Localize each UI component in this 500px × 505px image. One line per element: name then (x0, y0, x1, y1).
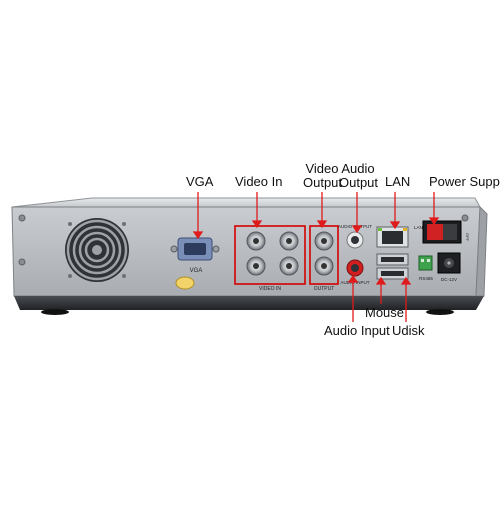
video-output-highlight-box (309, 225, 339, 285)
panel-print-rs485: RS485 (419, 276, 433, 281)
panel-print-lan: LAN (414, 225, 423, 230)
callout-vga: VGA (186, 174, 214, 189)
callout-lines (192, 192, 440, 322)
panel-print-vga: VGA (190, 268, 203, 274)
callout-lan: LAN (385, 174, 411, 189)
callout-video-in: Video In (235, 174, 283, 189)
callout-udisk: Udisk (392, 323, 425, 338)
callout-audio-output-line2: Output (339, 175, 379, 190)
screw-left-top (18, 214, 26, 222)
bnc-connector-icon (246, 231, 299, 276)
callout-video-output-line2: Output (303, 175, 343, 190)
callout-mouse: Mouse (365, 305, 405, 320)
screw-right-top (461, 214, 469, 222)
panel-print-output: OUTPUT (314, 286, 335, 292)
vga-port-icon (170, 237, 220, 261)
rca-jack-icon (346, 231, 364, 277)
callout-video-output-line1: Video (305, 161, 339, 176)
panel-print-dc: DC-12V (441, 277, 457, 282)
foot-left (41, 309, 69, 315)
rs485-terminal-icon (418, 255, 433, 271)
callout-audio-output-line1: Audio (341, 161, 375, 176)
video-in-highlight-box (234, 225, 306, 285)
callout-power-supply: Power Supply (429, 174, 500, 189)
power-switch-icon (422, 220, 462, 244)
lan-port-icon (376, 226, 409, 248)
chassis-top (11, 197, 481, 208)
bnc-output-connector-icon (314, 231, 334, 276)
foot-right (426, 309, 454, 315)
panel-print-off: OFF (465, 233, 470, 242)
panel-print-video-in: VIDEO IN (259, 286, 281, 292)
callout-video-output: Video Output (303, 161, 343, 190)
dc-power-jack-icon (437, 252, 461, 274)
callout-audio-output: Audio Output (339, 161, 379, 190)
compliance-sticker-icon (175, 276, 195, 290)
chassis-base (14, 296, 484, 310)
screw-left-bottom (18, 258, 26, 266)
callout-audio-input: Audio Input (324, 323, 390, 338)
fan-grille-icon (65, 218, 129, 282)
usb-port-icon (376, 253, 409, 280)
